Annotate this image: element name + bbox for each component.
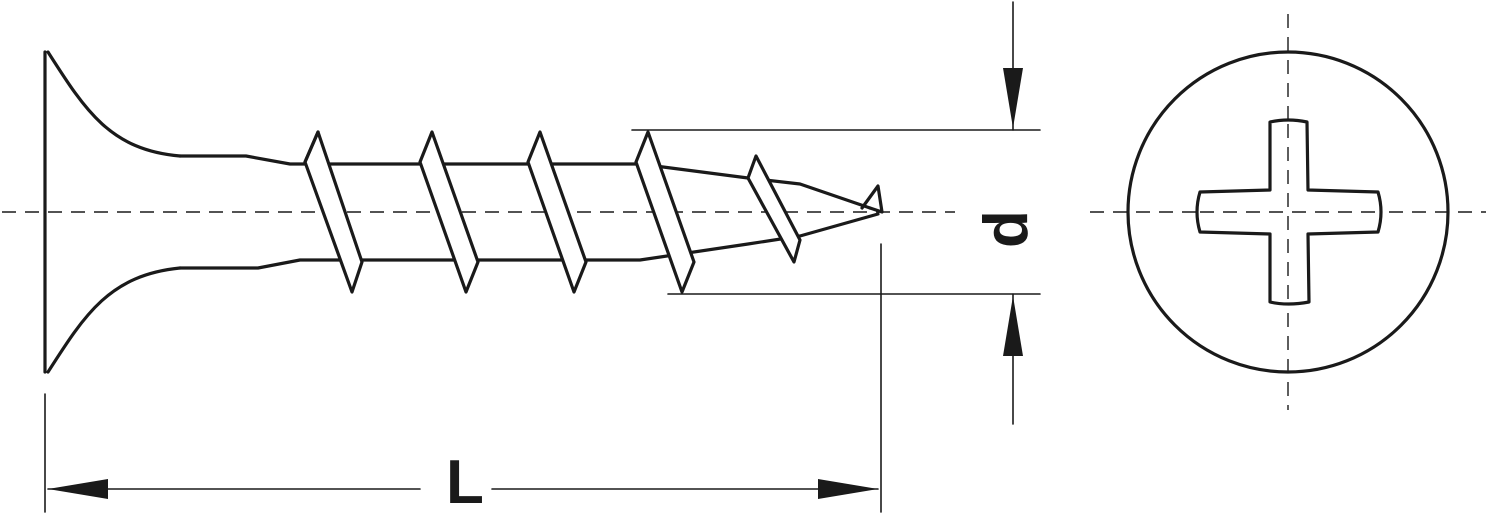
thread-1 <box>303 130 364 294</box>
diameter-dimension <box>631 1 1041 425</box>
thread-2 <box>418 130 480 294</box>
phillips-recess <box>1195 118 1383 306</box>
length-label: L <box>446 448 484 517</box>
thread-5 <box>746 154 802 264</box>
thread-4 <box>634 130 696 294</box>
head-front-view <box>1090 14 1486 410</box>
length-dimension <box>44 243 882 513</box>
screw-head <box>43 50 182 374</box>
thread-3 <box>526 130 588 294</box>
screw-threads <box>303 130 802 294</box>
head-outline-circle <box>1126 50 1450 374</box>
diameter-label: d <box>972 210 1041 248</box>
